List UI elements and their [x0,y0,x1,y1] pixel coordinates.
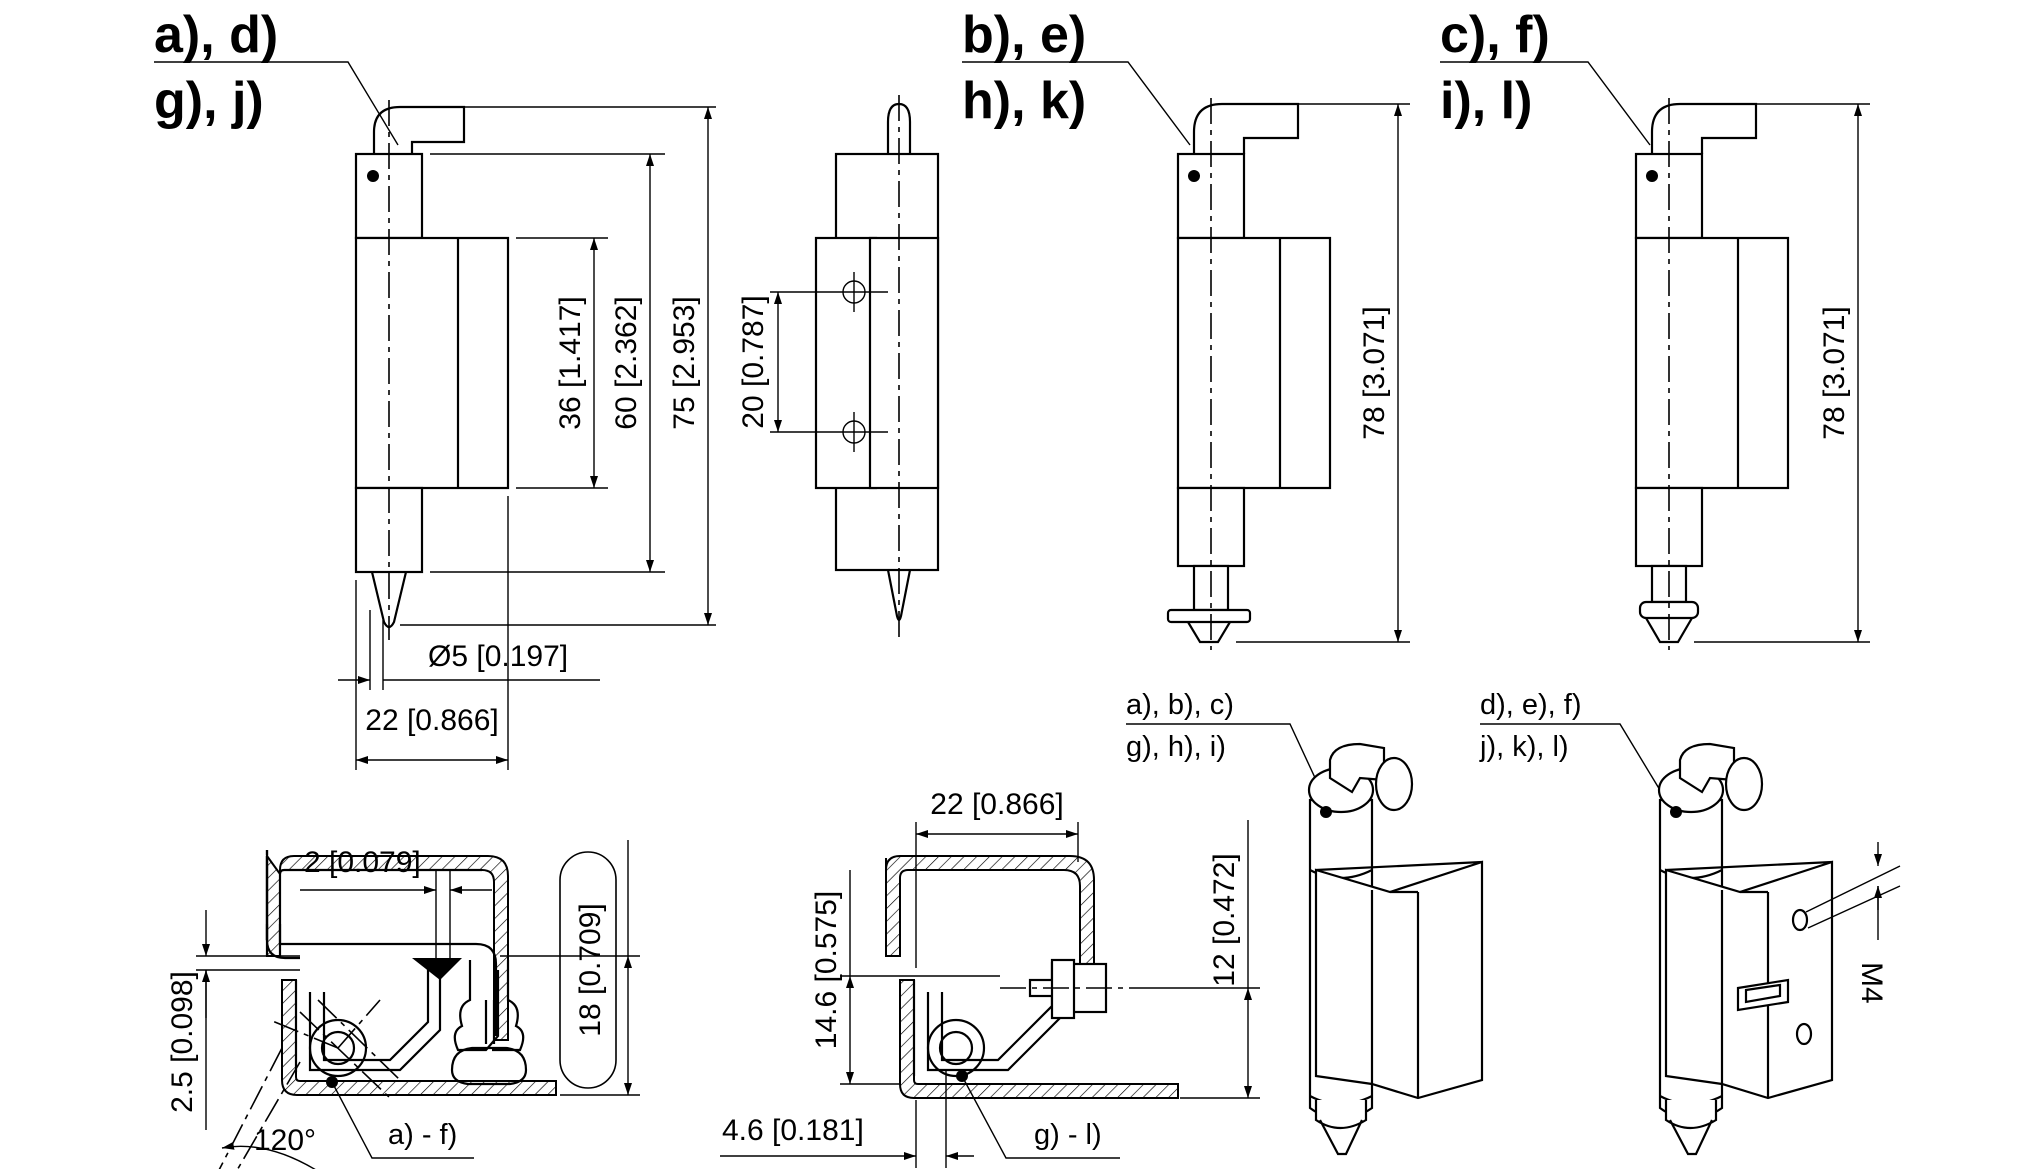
bolt-washer [1050,958,1076,1020]
lower-leaf [899,979,1179,1099]
front-view-be-hk: b), e) h), k) 78 [3.071] [962,6,1410,650]
slot [1736,978,1790,1012]
isometric-view-abc: a), b), c) g), h), i) [1126,689,1484,1156]
dim-dia5: Ø5 [0.197] [428,640,568,673]
bent-pin [372,105,466,154]
callout-a-f: a) - f) [388,1119,457,1151]
leaf-body [354,236,510,490]
isometric-view-def: d), e), f) j), k), l) M4 [1479,689,1901,1156]
leaf-body [1176,236,1332,490]
side-view: 20 [0.787] [737,95,940,640]
upper-leaf [885,855,1095,1011]
dim-78-b: 78 [3.071] [1358,306,1391,439]
section-view-2: 22 [0.866] 14.6 [0.575] 12 [0.472] 4.6 [… [720,788,1260,1168]
dim-60: 60 [2.362] [610,296,643,429]
clip-foot [450,1046,528,1086]
label-jkl: j), k), l) [1479,731,1569,763]
dim-18: 18 [0.709] [574,903,607,1036]
label-ghi: g), h), i) [1126,731,1226,763]
dim-2: 2 [0.079] [304,846,421,879]
leader-line [154,61,399,146]
dim-75: 75 [2.953] [668,296,701,429]
iso-leaf [1314,860,1484,1100]
dim-14-6: 14.6 [0.575] [810,891,843,1049]
pin-collar [1166,608,1252,624]
bent-pin [1650,102,1758,154]
label-def: d), e), f) [1480,689,1582,721]
label-be: b), e) [962,6,1086,64]
marker-dot [367,170,379,182]
bent-pin [1192,102,1300,154]
dim-20: 20 [0.787] [737,295,770,428]
dim-78-c: 78 [3.071] [1818,306,1851,439]
leaf-body [1634,236,1790,490]
front-view-cf-il: c), f) i), l) 78 [3.071] [1440,6,1870,650]
side-leaf [814,236,878,490]
label-il: i), l) [1440,72,1532,130]
dim-2-5: 2.5 [0.098] [166,971,199,1113]
hole-m4 [1791,908,1809,932]
hole-lower [1795,1022,1813,1046]
knuckle-inner [320,1030,356,1066]
pin-tip [1187,621,1231,644]
iso-leaf [1664,860,1834,1100]
label-abc: a), b), c) [1126,689,1234,721]
dim-22-top: 22 [0.866] [365,704,498,737]
label-hk: h), k) [962,72,1086,130]
section-view-1: 2 [0.079] 2.5 [0.098] 18 [0.709] 120° a)… [166,840,640,1169]
label-gj: g), j) [154,72,264,130]
dim-m4: M4 [1855,962,1888,1004]
label-ad: a), d) [154,6,278,64]
dim-22-section: 22 [0.866] [930,788,1063,821]
clip [453,960,500,1052]
weld [412,958,462,980]
pin-tip [1645,617,1693,644]
callout-g-l: g) - l) [1034,1119,1102,1151]
front-view-ad-gj: a), d) g), j) 36 [1.417] 60 [2.362] 75 [… [154,6,716,770]
dim-4-6: 4.6 [0.181] [722,1114,864,1147]
angle-120: 120° [254,1124,316,1157]
dim-box [559,851,617,1089]
knuckle-outer [308,1018,368,1078]
upper-leaf [266,852,509,1041]
dim-12: 12 [0.472] [1208,853,1241,986]
lower-leaf [281,979,557,1096]
side-plate [868,236,940,490]
dim-36: 36 [1.417] [554,296,587,429]
label-cf: c), f) [1440,6,1550,64]
